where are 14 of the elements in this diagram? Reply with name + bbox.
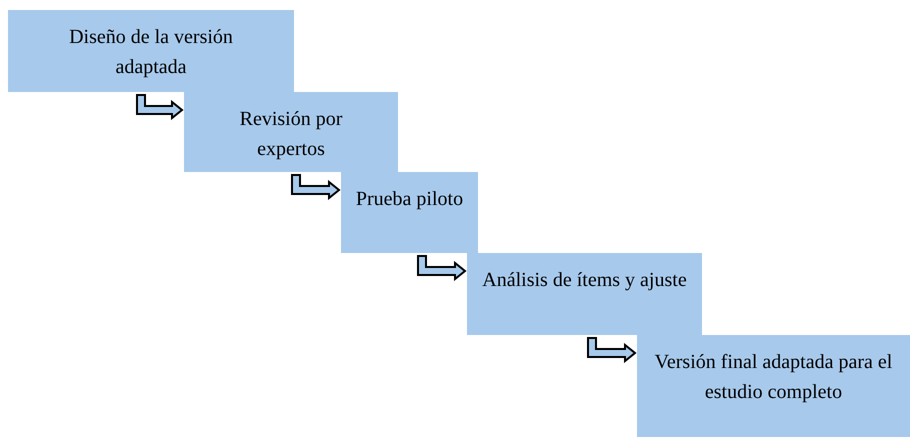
step-label: Diseño de la versión adaptada — [68, 25, 234, 80]
step-label: Análisis de ítems y ajuste — [482, 268, 687, 293]
process-box — [341, 172, 478, 253]
bent-arrow — [417, 255, 467, 282]
process-box — [184, 92, 398, 172]
step-label: Prueba piloto — [356, 187, 464, 212]
process-box — [637, 335, 910, 437]
step-label: Versión final adaptada para el estudio completo — [654, 350, 894, 405]
bent-arrow — [291, 174, 341, 200]
step-label: Revisión por expertos — [238, 107, 344, 162]
process-box — [8, 10, 294, 92]
bent-arrow — [136, 94, 184, 120]
bent-arrow — [587, 337, 637, 364]
process-box — [467, 253, 702, 335]
